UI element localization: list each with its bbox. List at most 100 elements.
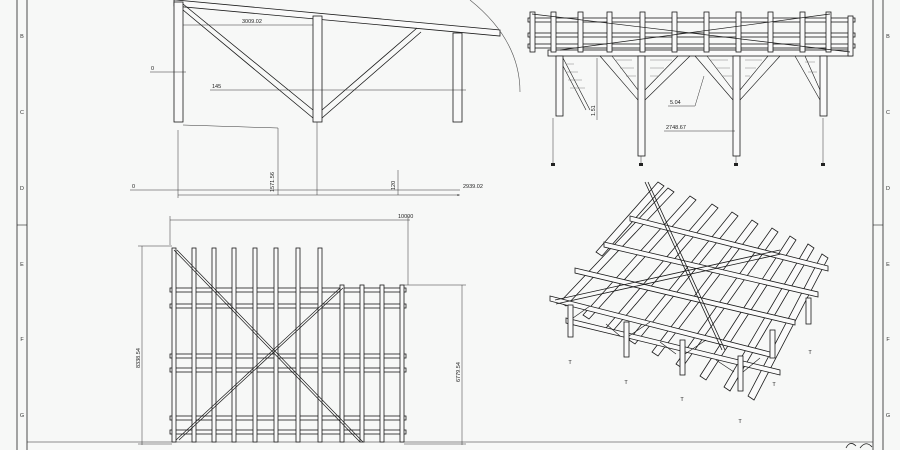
- dim-right-height: 6779.54: [456, 362, 462, 382]
- rafter-end: [671, 11, 678, 53]
- plan-rafter: [211, 247, 217, 443]
- dim-line: [182, 124, 279, 195]
- iso-post: [623, 321, 630, 358]
- footing-marker: T: [738, 419, 742, 425]
- plan-rafter: [191, 247, 197, 443]
- brace-right: [321, 27, 422, 119]
- post: [555, 55, 564, 117]
- cap-beam: [527, 43, 856, 49]
- cross-brace: [531, 13, 851, 53]
- brace-left: [182, 3, 314, 119]
- iso-purlin: [574, 267, 796, 326]
- knee-brace: [562, 57, 591, 111]
- logo-mark-icon: [845, 443, 873, 449]
- cap-beam: [527, 17, 856, 23]
- plan-beam: [169, 287, 407, 293]
- dim-zero-bottom: 0: [132, 184, 135, 190]
- zone-labels-left: B C D E F G: [20, 34, 24, 419]
- iso-rafter: [628, 211, 739, 345]
- post-middle: [312, 15, 323, 123]
- iso-post: [679, 339, 686, 376]
- post: [819, 55, 828, 117]
- post: [637, 55, 646, 157]
- zone-label: G: [886, 413, 890, 419]
- dim-angle: 5.04: [670, 100, 681, 106]
- plan-beam: [169, 367, 407, 373]
- plan-rafter: [295, 247, 301, 443]
- plan-beam: [169, 429, 407, 435]
- knee-brace: [599, 55, 639, 101]
- zone-label: F: [886, 337, 890, 343]
- zone-label: D: [20, 186, 24, 192]
- footing: [821, 163, 825, 166]
- post: [732, 55, 741, 157]
- dim-top-span: 3009.02: [242, 19, 262, 25]
- iso-knee-brace: [572, 305, 761, 373]
- dim-span: 2748.67: [666, 125, 686, 131]
- plan-rafter: [399, 284, 405, 443]
- rafter-end: [703, 11, 710, 53]
- iso-view: T T T T T T: [549, 181, 829, 425]
- dim-zero-top: 0: [151, 66, 154, 72]
- knee-brace: [794, 55, 821, 101]
- plan-rafter: [317, 247, 323, 443]
- dim-height: 1571.56: [270, 172, 276, 192]
- zone-label: C: [20, 110, 24, 116]
- front-view: 1.51 5.04 2748.67: [527, 11, 856, 166]
- zone-label: F: [20, 337, 24, 343]
- zone-label: C: [886, 110, 890, 116]
- dim-line: [668, 75, 705, 107]
- rafter-end: [550, 11, 557, 53]
- dim-width: 10000: [398, 214, 413, 220]
- iso-post: [737, 355, 744, 392]
- post-right: [452, 32, 463, 123]
- iso-purlin: [565, 317, 781, 376]
- knee-brace: [644, 55, 691, 101]
- footing-marker: T: [680, 397, 684, 403]
- zone-label: G: [20, 413, 24, 419]
- rafter-end: [735, 11, 742, 53]
- sheet-border: [16, 0, 884, 450]
- main-beam: [547, 49, 853, 57]
- rafter-end: [767, 11, 774, 53]
- plan-rafter: [379, 284, 385, 443]
- dim-overall: 2939.02: [463, 184, 483, 190]
- rafter-end: [606, 11, 613, 53]
- plan-rafter: [252, 247, 258, 443]
- rafter-end: [825, 11, 832, 53]
- iso-diagonal: [644, 181, 726, 351]
- footing: [639, 163, 643, 166]
- footing: [734, 163, 738, 166]
- overhang-arc: [469, 0, 521, 93]
- dim-post-height: 1.51: [591, 105, 597, 116]
- plan-rafter: [359, 284, 365, 443]
- plan-diagonal: [175, 287, 344, 441]
- knee-brace: [739, 55, 781, 101]
- zone-label: B: [20, 34, 24, 40]
- knee-brace: [694, 55, 734, 101]
- footing-line: [552, 118, 824, 165]
- rafter-end: [577, 11, 584, 53]
- zone-labels-right: B C D E F G: [886, 34, 890, 419]
- plan-diagonal: [173, 249, 364, 443]
- plan-view: 10000 8338.54 6779.54: [136, 214, 466, 445]
- iso-post: [769, 329, 776, 359]
- zone-label: B: [886, 34, 890, 40]
- dim-point: [457, 194, 459, 196]
- rafter-end: [799, 11, 806, 53]
- zone-label: D: [886, 186, 890, 192]
- dim-small: 120: [391, 181, 397, 190]
- dim-offset: 145: [212, 84, 221, 90]
- plan-beam: [169, 303, 407, 309]
- plan-rafter: [339, 284, 345, 443]
- footing-marker: T: [568, 360, 572, 366]
- iso-post: [567, 304, 574, 338]
- rafter-end: [847, 15, 854, 57]
- zone-label: E: [886, 262, 890, 268]
- footing: [551, 163, 555, 166]
- zone-label: E: [20, 262, 24, 268]
- rafter-end: [639, 11, 646, 53]
- plan-rafter: [231, 247, 237, 443]
- roof-rafter: [173, 0, 501, 37]
